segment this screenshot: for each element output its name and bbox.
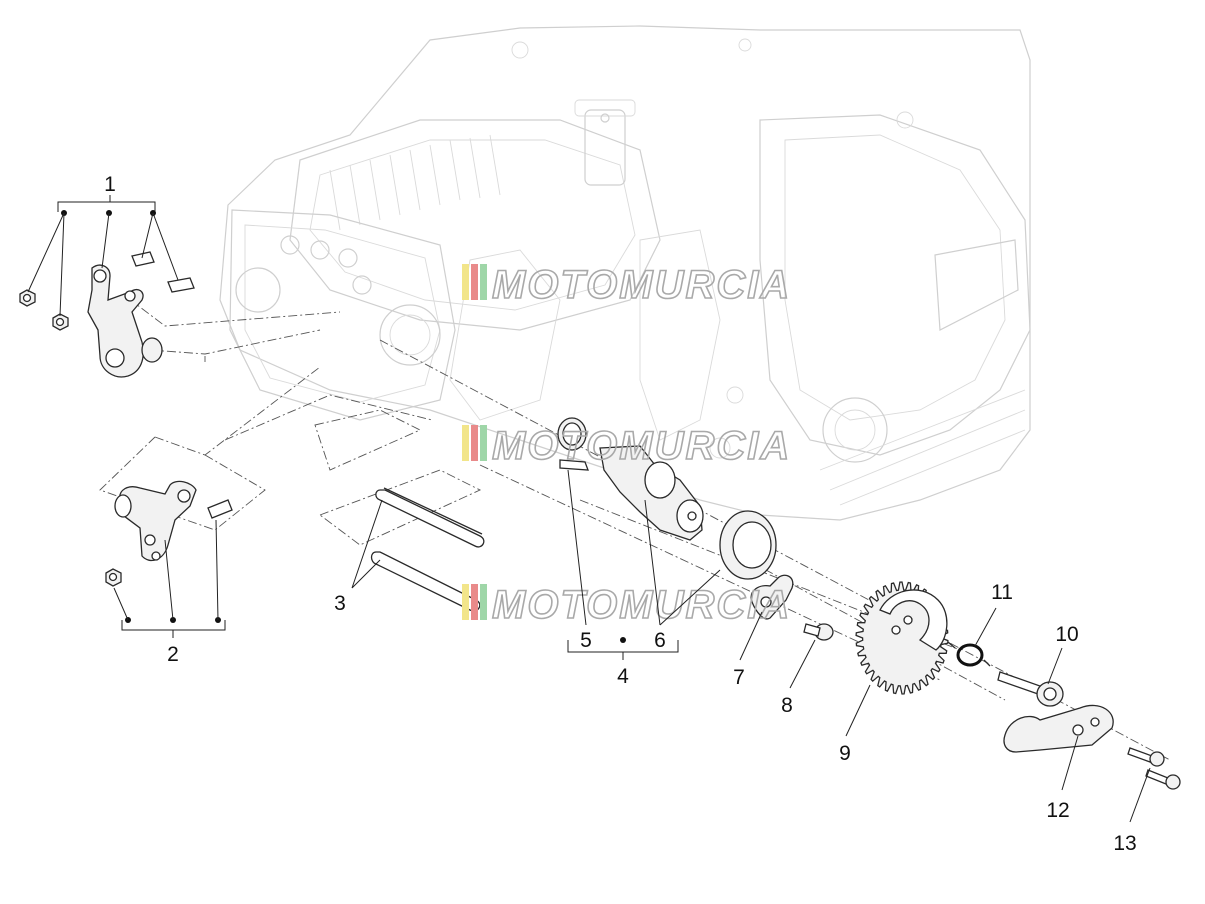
callout-7-leader [739,611,763,661]
watermark-2: MOTOMURCIA [462,423,791,469]
callout-13: 13 [1113,832,1136,855]
part-10-bolt [997,671,1064,707]
part-13-screws [1127,747,1181,790]
callout-4: 4 [617,665,629,688]
callout-12: 12 [1046,799,1069,822]
part-3-rocker-shafts [370,487,485,612]
watermark-1: MOTOMURCIA [462,262,791,308]
part-12-support [1003,704,1114,753]
part-11-spring [947,641,991,667]
callout-2: 2 [167,643,179,666]
assembly-guide-lines [99,297,1171,761]
watermark-3: MOTOMURCIA [462,582,791,628]
callout-10: 10 [1055,623,1078,646]
callout-3: 3 [334,592,346,615]
part-1-rocker-arm [19,251,195,378]
callout-1: 1 [104,173,116,196]
callout-8-leader [789,639,816,689]
callout-4-leaders [567,469,721,660]
callout-11: 11 [991,581,1013,604]
watermark-text: MOTOMURCIA [492,583,791,627]
callout-8: 8 [781,694,793,717]
callout-9-leader [845,684,871,737]
part-5-ring [557,417,589,471]
part-9-sprocket [855,581,949,695]
callout-6: 6 [654,629,666,652]
part-7-decompressor [750,574,794,620]
callout-2-leaders [113,519,226,638]
callout-3-leader [351,499,383,589]
callout-10-leader [1047,647,1063,685]
callout-11-leader [974,607,997,647]
callout-1-leaders [27,195,179,317]
engine-block-outline [219,25,1031,521]
callout-13-leader [1129,767,1151,823]
part-2-rocker-arm [105,480,233,587]
watermark-text: MOTOMURCIA [492,424,791,468]
part-6-camshaft [599,445,777,580]
part-8-screw [803,623,834,641]
callout-12-leader [1061,735,1079,791]
callout-9: 9 [839,742,851,765]
watermark-text: MOTOMURCIA [492,263,791,307]
callout-5: 5 [580,629,592,652]
callout-7: 7 [733,666,745,689]
